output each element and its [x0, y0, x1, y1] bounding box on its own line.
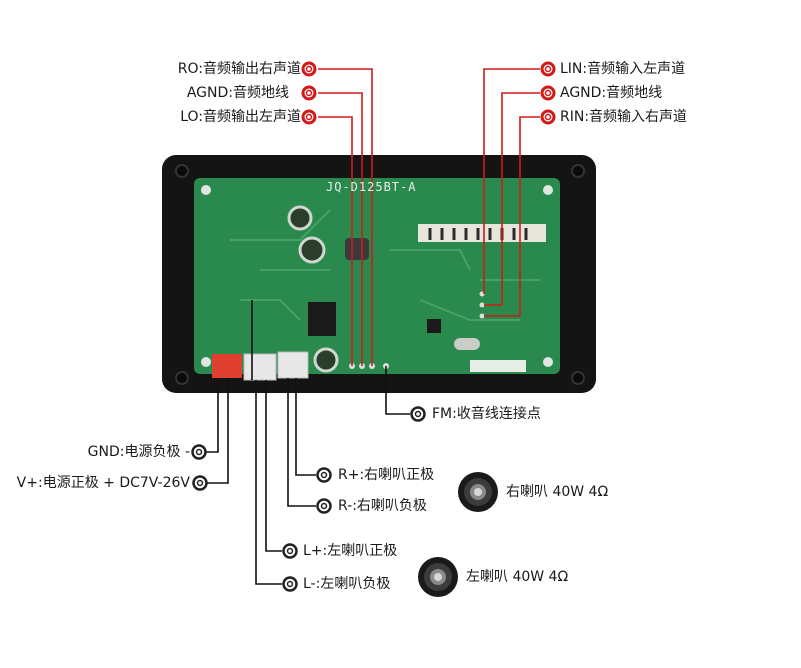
left-speaker-connector: [277, 351, 309, 379]
wire-fm: [385, 366, 410, 415]
label-r-plus: R+:右喇叭正极: [338, 467, 435, 483]
enclosure-screw-br: [571, 371, 585, 385]
label-l-plus: L+:左喇叭正极: [303, 543, 398, 559]
enclosure-screw-tl: [175, 164, 189, 178]
label-r-minus: R-:右喇叭负极: [338, 498, 427, 514]
inductor: [345, 238, 369, 260]
wire-l-minus: [255, 380, 282, 585]
crystal: [454, 338, 480, 350]
label-lo: LO:音频输出左声道: [180, 109, 301, 125]
label-fm: FM:收音线连接点: [432, 406, 541, 422]
label-gnd: GND:电源负极 -: [87, 444, 190, 460]
capacitor: [287, 205, 313, 231]
label-l-minus: L-:左喇叭负极: [303, 576, 391, 592]
left-speaker-icon: [418, 557, 458, 597]
wire-r-plus-line: [295, 378, 316, 476]
wire-l-plus: [265, 380, 282, 552]
right-speaker-icon: [458, 472, 498, 512]
label-right-speaker: 右喇叭 40W 4Ω: [506, 484, 609, 500]
wire-agnd-left: [318, 92, 363, 366]
ic-chip: [427, 319, 441, 333]
capacitor: [313, 347, 339, 373]
label-agnd-left: AGND:音频地线: [186, 85, 289, 101]
ic-chip: [308, 302, 336, 336]
enclosure-screw-bl: [175, 371, 189, 385]
label-rin: RIN:音频输入右声道: [560, 109, 688, 125]
label-agnd-right: AGND:音频地线: [560, 85, 663, 101]
pcb-board: [194, 178, 560, 374]
right-speaker-connector: [243, 353, 277, 381]
wire-r-minus: [287, 378, 316, 507]
capacitor: [298, 236, 326, 264]
wire-rin: [484, 116, 540, 317]
label-lin: LIN:音频输入左声道: [560, 61, 686, 77]
antenna-pad: [470, 360, 526, 372]
power-connector: [212, 354, 242, 378]
label-vplus: V+:电源正极 + DC7V-26V: [16, 475, 190, 491]
board-model-label: JQ-D125BT-A: [326, 180, 417, 194]
wire-agnd-right: [484, 92, 540, 306]
wire-ro: [318, 68, 373, 366]
wire-vplus: [206, 378, 229, 484]
wire-lo: [318, 116, 353, 366]
wire-lin: [483, 68, 540, 294]
label-left-speaker: 左喇叭 40W 4Ω: [466, 569, 569, 585]
enclosure-screw-tr: [571, 164, 585, 178]
label-ro: RO:音频输出右声道: [177, 61, 301, 77]
